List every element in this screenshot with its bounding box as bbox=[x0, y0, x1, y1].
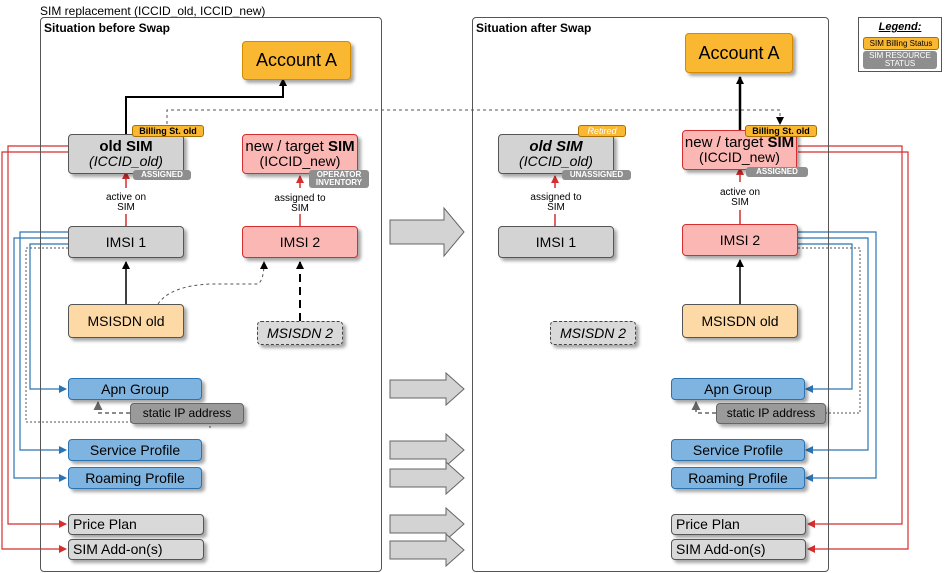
before-imsi2: IMSI 2 bbox=[242, 226, 358, 258]
panel-after-title: Situation after Swap bbox=[476, 21, 592, 35]
after-service-profile: Service Profile bbox=[671, 439, 805, 461]
diagram-title: SIM replacement (ICCID_old, ICCID_new) bbox=[40, 4, 266, 18]
swap-arrow-apn bbox=[389, 371, 465, 407]
after-old-sim: old SIM (ICCID_old) bbox=[498, 134, 614, 174]
after-imsi1: IMSI 1 bbox=[498, 226, 614, 258]
after-old-sim-iccid: (ICCID_old) bbox=[519, 153, 593, 169]
before-price-plan: Price Plan bbox=[68, 514, 204, 535]
before-old-sim-name: old SIM bbox=[99, 138, 153, 155]
panel-before-title: Situation before Swap bbox=[44, 21, 171, 35]
after-price-plan: Price Plan bbox=[671, 514, 806, 535]
panel-after bbox=[472, 17, 829, 572]
before-old-sim-status-badge: ASSIGNED bbox=[133, 170, 191, 180]
before-old-sim: old SIM (ICCID_old) bbox=[68, 134, 184, 174]
swap-arrow-addons bbox=[389, 532, 465, 568]
before-new-sim: new / target SIM (ICCID_new) bbox=[242, 134, 358, 174]
after-new-sim-status-badge: ASSIGNED bbox=[746, 167, 808, 177]
before-new-sim-prefix: new / target bbox=[245, 138, 328, 155]
after-new-sim: new / target SIM (ICCID_new) bbox=[682, 130, 797, 170]
swap-arrow-service bbox=[389, 432, 465, 468]
swap-arrow-main bbox=[389, 206, 465, 258]
after-imsi2: IMSI 2 bbox=[682, 224, 798, 256]
before-roaming-profile: Roaming Profile bbox=[68, 467, 202, 489]
before-old-sim-iccid: (ICCID_old) bbox=[89, 153, 163, 169]
before-new-sim-status-badge: OPERATOR INVENTORY bbox=[309, 170, 369, 188]
legend: Legend: SIM Billing Status SIM RESOURCE … bbox=[858, 17, 942, 72]
after-new-sim-bold: SIM bbox=[767, 134, 795, 151]
before-static-ip: static IP address bbox=[130, 403, 244, 424]
after-roaming-profile: Roaming Profile bbox=[671, 467, 805, 489]
billing-transfer-dotted-line bbox=[166, 109, 784, 125]
legend-billing-status: SIM Billing Status bbox=[863, 37, 939, 50]
before-link-old-label: active on SIM bbox=[100, 193, 152, 213]
after-account-a: Account A bbox=[685, 33, 793, 73]
legend-heading: Legend: bbox=[878, 21, 922, 33]
after-old-sim-retired-badge: Retired bbox=[578, 125, 626, 137]
after-old-sim-status-badge: UNASSIGNED bbox=[562, 170, 631, 180]
before-new-sim-bold: SIM bbox=[327, 138, 355, 155]
before-msisdn-2: MSISDN 2 bbox=[257, 321, 343, 345]
panel-before bbox=[40, 17, 382, 572]
legend-resource-status: SIM RESOURCE STATUS bbox=[863, 51, 937, 69]
before-account-a: Account A bbox=[242, 41, 351, 80]
before-new-sim-iccid: (ICCID_new) bbox=[259, 153, 341, 169]
before-imsi1: IMSI 1 bbox=[68, 226, 184, 258]
before-sim-addons: SIM Add-on(s) bbox=[68, 539, 204, 560]
swap-arrow-price bbox=[389, 506, 465, 542]
before-msisdn-old: MSISDN old bbox=[68, 304, 184, 338]
swap-arrow-roaming bbox=[389, 460, 465, 496]
after-msisdn-2: MSISDN 2 bbox=[550, 321, 636, 345]
after-new-sim-billing-badge: Billing St. old bbox=[745, 125, 817, 137]
before-old-sim-billing-badge: Billing St. old bbox=[132, 125, 204, 137]
after-apn-group: Apn Group bbox=[671, 378, 805, 400]
old-sim-to-account-line bbox=[125, 78, 287, 134]
before-link-new-label: assigned to SIM bbox=[270, 194, 330, 214]
before-service-profile: Service Profile bbox=[68, 439, 202, 461]
after-old-sim-name: old SIM bbox=[529, 138, 583, 155]
after-msisdn-old: MSISDN old bbox=[682, 304, 798, 338]
after-new-sim-prefix: new / target bbox=[684, 134, 768, 151]
after-static-ip: static IP address bbox=[716, 403, 826, 424]
after-link-new-label: active on SIM bbox=[714, 188, 766, 208]
after-new-sim-iccid: (ICCID_new) bbox=[699, 149, 780, 165]
after-sim-addons: SIM Add-on(s) bbox=[671, 539, 806, 560]
after-link-old-label: assigned to SIM bbox=[526, 193, 586, 213]
before-apn-group: Apn Group bbox=[68, 378, 202, 400]
